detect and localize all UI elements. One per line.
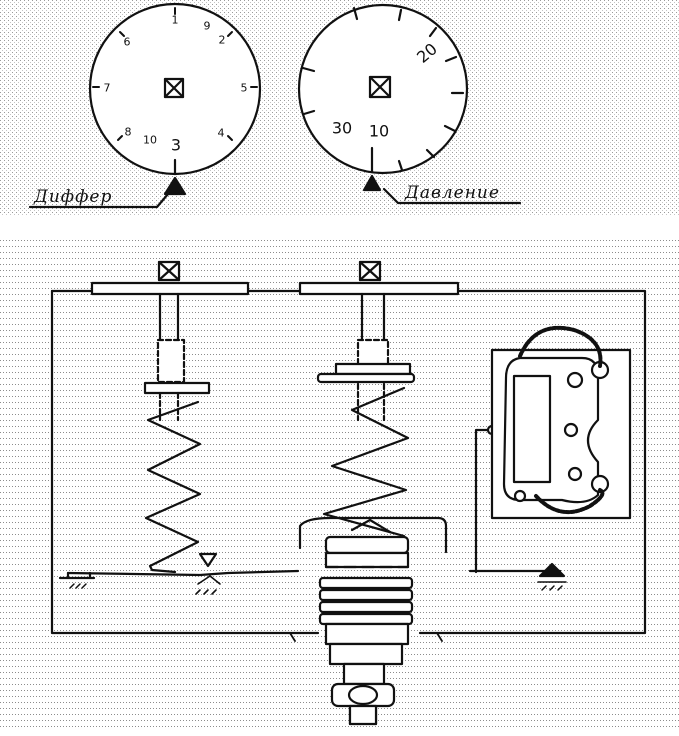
left-dial-center-icon <box>163 77 185 99</box>
right-dial <box>297 3 469 175</box>
left-dial-number: 2 <box>218 33 226 47</box>
left-adjust-knob <box>157 260 181 282</box>
left-dial-ticks <box>92 7 258 141</box>
left-dial-marker <box>163 176 187 196</box>
right-dial-leader-line <box>382 187 522 205</box>
right-dial-center-icon <box>368 75 392 99</box>
left-dial-label: Диффер <box>34 187 113 207</box>
left-dial-number: 8 <box>124 125 132 139</box>
left-dial-number: 4 <box>217 126 225 140</box>
left-spring <box>144 400 202 574</box>
left-dial-number: 7 <box>103 81 111 95</box>
switch-wire-bottom <box>534 488 605 514</box>
left-dial-number: 3 <box>170 135 182 155</box>
right-dial-label: Давление <box>405 183 500 203</box>
lever-left <box>66 569 300 577</box>
microswitch <box>490 348 632 520</box>
right-top-plate <box>298 281 460 296</box>
right-dial-ticks <box>301 6 465 172</box>
left-spring-plate <box>143 381 211 395</box>
right-adjust-knob <box>358 260 382 282</box>
left-top-plate <box>90 281 250 296</box>
pressure-inlet-fitting <box>330 662 396 726</box>
bellows <box>318 535 414 666</box>
mechanism <box>50 260 647 726</box>
right-spring-plate <box>316 372 416 384</box>
left-dial-number: 1 <box>171 13 179 27</box>
middle-pivot <box>198 552 218 568</box>
right-dial-number: 30 <box>331 118 353 138</box>
switch-link-rod <box>474 428 494 574</box>
switch-wire-top <box>518 325 603 368</box>
right-dial-number: 10 <box>368 121 390 141</box>
left-dial-number: 5 <box>240 81 248 95</box>
right-upper-plate <box>334 362 412 376</box>
right-spring <box>322 386 410 538</box>
left-dial <box>88 2 262 176</box>
left-dial-number: 9 <box>203 19 211 33</box>
left-dial-number: 10 <box>143 133 157 147</box>
left-dial-leader-line <box>28 192 170 209</box>
bellows-bracket <box>298 516 448 554</box>
left-pivot <box>58 571 96 580</box>
right-pivot <box>538 562 566 578</box>
left-dial-number: 6 <box>123 35 131 49</box>
right-dial-marker <box>362 174 382 192</box>
